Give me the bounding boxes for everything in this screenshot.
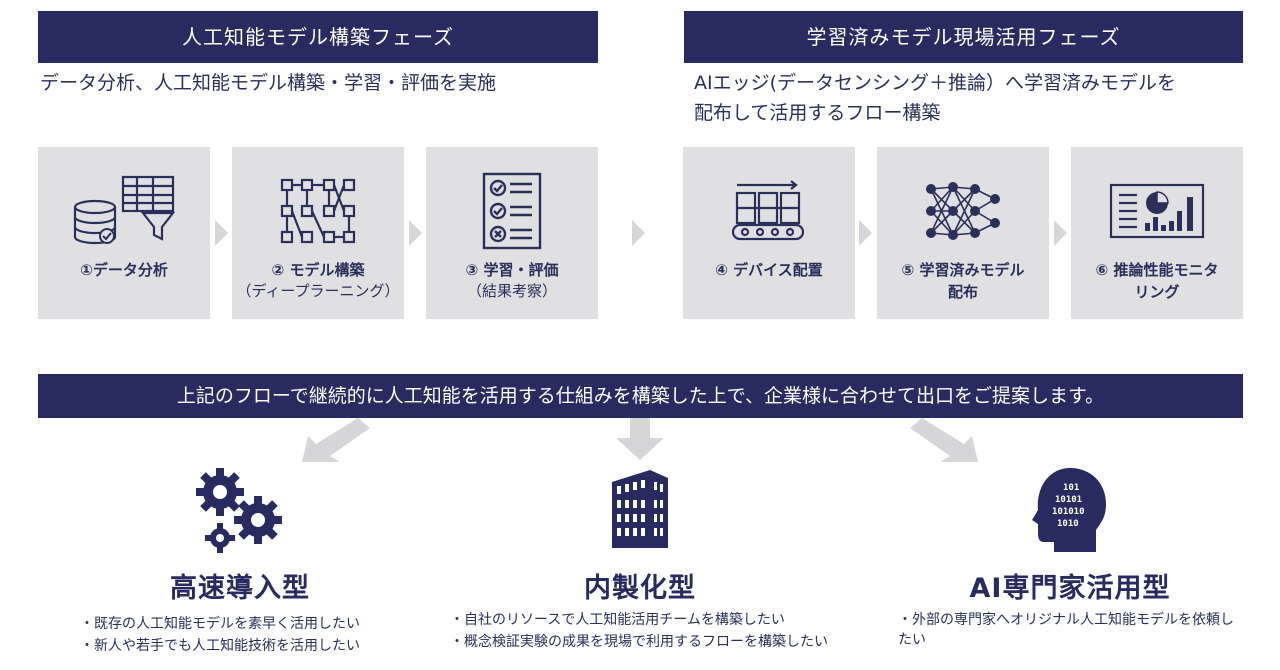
- step-model-building: ② モデル構築 （ディープラーニング）: [232, 147, 404, 319]
- binary-line: 10101: [1055, 495, 1082, 505]
- binary-line: 101010: [1052, 507, 1085, 517]
- step-label: ⑥ 推論性能モニタ: [1095, 261, 1219, 279]
- left-phase-header: 人工知能モデル構築フェーズ: [38, 11, 598, 63]
- step-label: ⑤ 学習済みモデル: [901, 261, 1025, 279]
- step-label-line2: リング: [1134, 283, 1180, 301]
- option-title: 内製化型: [584, 573, 696, 604]
- bullet-item: 概念検証実験の成果を現場で利用するフローを構築したい: [450, 632, 840, 652]
- binary-line: 1010: [1057, 519, 1079, 529]
- arrow-down-left-icon: [302, 418, 370, 462]
- phase-arrow-icon: [632, 220, 645, 246]
- right-phase-description-line1: AIエッジ(データセンシング＋推論）へ学習済みモデルを: [694, 72, 1177, 94]
- checklist-icon: [480, 172, 544, 250]
- flow-arrow-icon: [409, 220, 422, 246]
- option-title: 高速導入型: [170, 573, 310, 604]
- arrow-down-icon: [616, 418, 664, 460]
- step-data-analysis: ①データ分析: [38, 147, 210, 319]
- bullet-item: 新人や若手でも人工知能技術を活用したい: [80, 636, 440, 656]
- left-phase-description: データ分析、人工知能モデル構築・学習・評価を実施: [40, 72, 497, 94]
- binary-line: 101: [1063, 483, 1079, 493]
- step-device-placement: ④ デバイス配置: [683, 147, 855, 319]
- step-label: ③ 学習・評価: [465, 261, 559, 279]
- database-table-filter-icon: [69, 173, 179, 249]
- option-bullets: 外部の専門家へオリジナル人工知能モデルを依頼したい: [898, 610, 1238, 652]
- option-bullets: 自社のリソースで人工知能活用チームを構築したい 概念検証実験の成果を現場で利用す…: [450, 610, 840, 654]
- step-model-distribution: ⑤ 学習済みモデル 配布: [877, 147, 1049, 319]
- conveyor-device-icon: [729, 173, 809, 249]
- option-title: AI専門家活用型: [969, 573, 1171, 604]
- option-bullets: 既存の人工知能モデルを素早く活用したい 新人や若手でも人工知能技術を活用したい: [80, 614, 440, 658]
- right-phase-description: AIエッジ(データセンシング＋推論）へ学習済みモデルを 配布して活用するフロー構…: [694, 68, 1254, 128]
- step-sublabel: （ディープラーニング）: [236, 282, 400, 300]
- proposal-banner: 上記のフローで継続的に人工知能を活用する仕組みを構築した上で、企業様に合わせて出…: [38, 374, 1243, 418]
- step-training-evaluation: ③ 学習・評価 （結果考察）: [426, 147, 598, 319]
- monitor-dashboard-icon: [1107, 173, 1207, 249]
- building-icon: [612, 470, 668, 548]
- bullet-item: 自社のリソースで人工知能活用チームを構築したい: [450, 610, 840, 630]
- step-sublabel: （結果考察）: [466, 282, 557, 300]
- ai-head-icon: 101 10101 101010 1010: [1032, 468, 1106, 552]
- arrow-down-right-icon: [910, 418, 978, 462]
- step-label: ①データ分析: [80, 261, 168, 279]
- step-label-line2: 配布: [947, 283, 978, 301]
- step-label: ④ デバイス配置: [715, 261, 823, 279]
- flow-arrow-icon: [215, 220, 228, 246]
- gears-icon: [196, 468, 282, 553]
- network-grid-icon: [278, 173, 358, 249]
- step-label: ② モデル構築: [271, 261, 365, 279]
- bullet-item: 既存の人工知能モデルを素早く活用したい: [80, 614, 440, 634]
- right-phase-header: 学習済みモデル現場活用フェーズ: [684, 11, 1243, 63]
- flow-arrow-icon: [859, 220, 872, 246]
- flow-arrow-icon: [1054, 220, 1067, 246]
- neural-network-icon: [923, 173, 1003, 249]
- step-inference-monitoring: ⑥ 推論性能モニタ リング: [1071, 147, 1243, 319]
- right-phase-description-line2: 配布して活用するフロー構築: [694, 102, 941, 124]
- bullet-item: 外部の専門家へオリジナル人工知能モデルを依頼したい: [898, 610, 1238, 650]
